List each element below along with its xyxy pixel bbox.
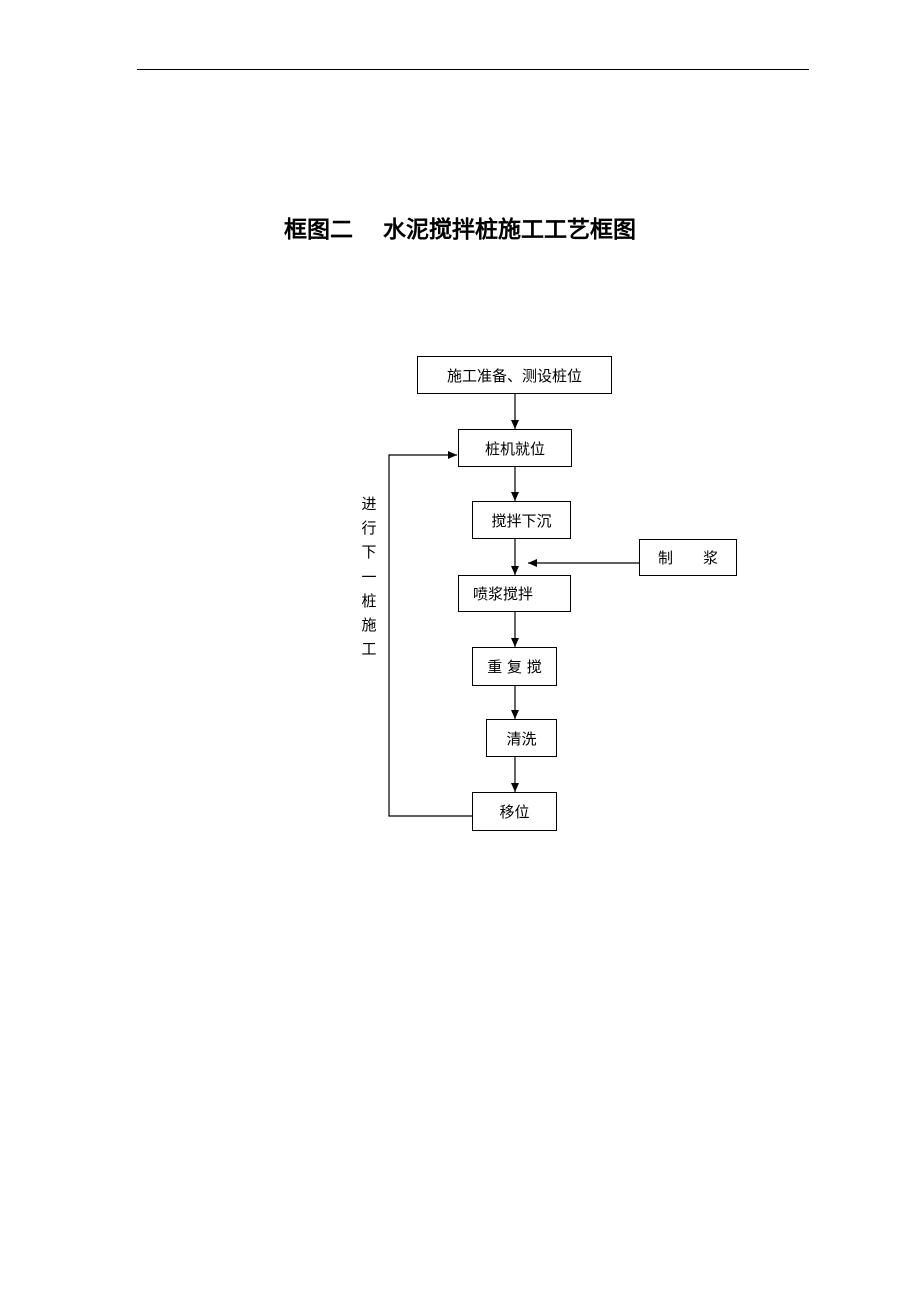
step-spray-box: 喷浆搅拌 — [458, 575, 571, 612]
loop-label-char: 进 — [361, 495, 377, 513]
loop-label-char: 工 — [361, 640, 377, 659]
step-prep-box: 施工准备、测设桩位 — [417, 356, 612, 394]
title-prefix: 框图二 — [284, 217, 353, 243]
slurry-input-box: 制 浆 — [639, 539, 737, 576]
loop-label-char: 下 — [361, 543, 377, 562]
page-title: 框图二 水泥搅拌桩施工工艺框图 — [0, 210, 920, 244]
loop-label-char: 行 — [361, 519, 377, 538]
title-main: 水泥搅拌桩施工工艺框图 — [383, 217, 636, 243]
step-sink-box: 搅拌下沉 — [472, 501, 571, 539]
step-clean-box: 清洗 — [486, 719, 557, 757]
loop-label-char: 施 — [361, 616, 377, 635]
loop-label-char: 一 — [361, 567, 377, 586]
step-repeat-box: 重 复 搅 — [472, 647, 557, 686]
step-move-box: 移位 — [472, 792, 557, 831]
loop-back-line — [388, 451, 472, 817]
loop-side-label: 进 行 下 一 桩 施 工 — [358, 492, 380, 661]
step-position-box: 桩机就位 — [458, 429, 572, 467]
loop-label-char: 桩 — [361, 591, 377, 610]
header-rule — [137, 69, 809, 70]
